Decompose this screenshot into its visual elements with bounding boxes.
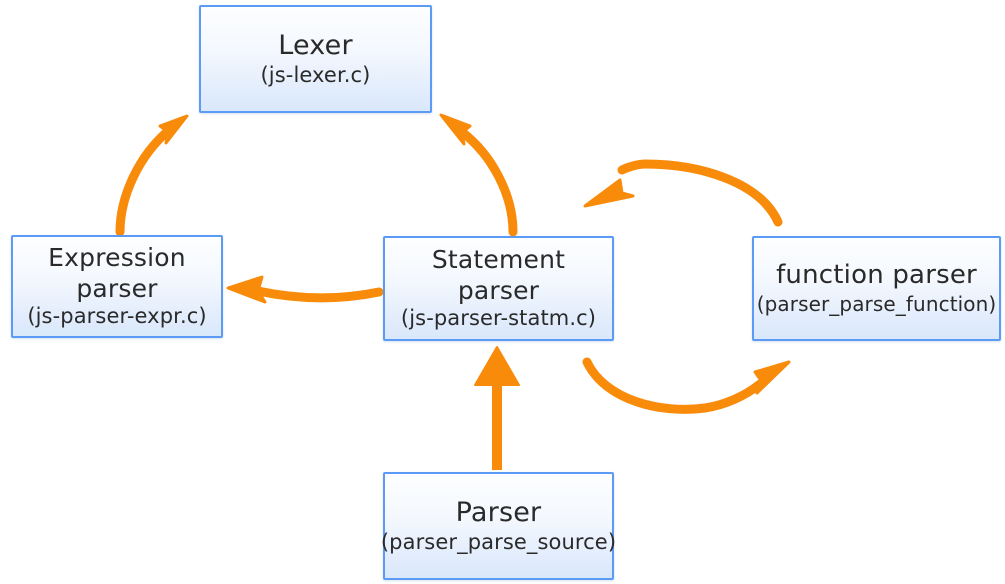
- edge-statement-to-expression: [226, 275, 384, 304]
- node-statement-parser-subtitle: (js-parser-statm.c): [400, 306, 597, 331]
- node-lexer[interactable]: Lexer (js-lexer.c): [199, 5, 432, 113]
- node-statement-parser-title: Statement: [431, 245, 566, 275]
- node-parser-title: Parser: [455, 496, 542, 528]
- edge-function-to-statement: [583, 159, 783, 227]
- node-expression-parser[interactable]: Expression parser (js-parser-expr.c): [11, 235, 223, 338]
- node-lexer-subtitle: (js-lexer.c): [260, 62, 371, 87]
- node-function-parser[interactable]: function parser (parser_parse_function): [752, 236, 1001, 341]
- node-statement-parser-title-line2: parser: [457, 275, 540, 305]
- node-parser[interactable]: Parser (parser_parse_source): [380, 472, 617, 580]
- node-expression-parser-title: Expression: [48, 243, 186, 273]
- edge-expression-to-lexer: [115, 114, 189, 237]
- edge-parser-to-statement: [474, 346, 520, 470]
- node-expression-parser-subtitle: (js-parser-expr.c): [27, 304, 207, 329]
- edge-statement-to-lexer: [439, 113, 518, 237]
- node-lexer-title: Lexer: [278, 29, 353, 61]
- node-expression-parser-title-line2: parser: [76, 273, 158, 303]
- node-statement-parser[interactable]: Statement parser (js-parser-statm.c): [383, 236, 614, 341]
- node-parser-subtitle: (parser_parse_source): [380, 529, 617, 554]
- node-function-parser-title: function parser: [776, 260, 977, 291]
- node-function-parser-subtitle: (parser_parse_function): [756, 292, 997, 317]
- edge-statement-to-function: [582, 357, 791, 414]
